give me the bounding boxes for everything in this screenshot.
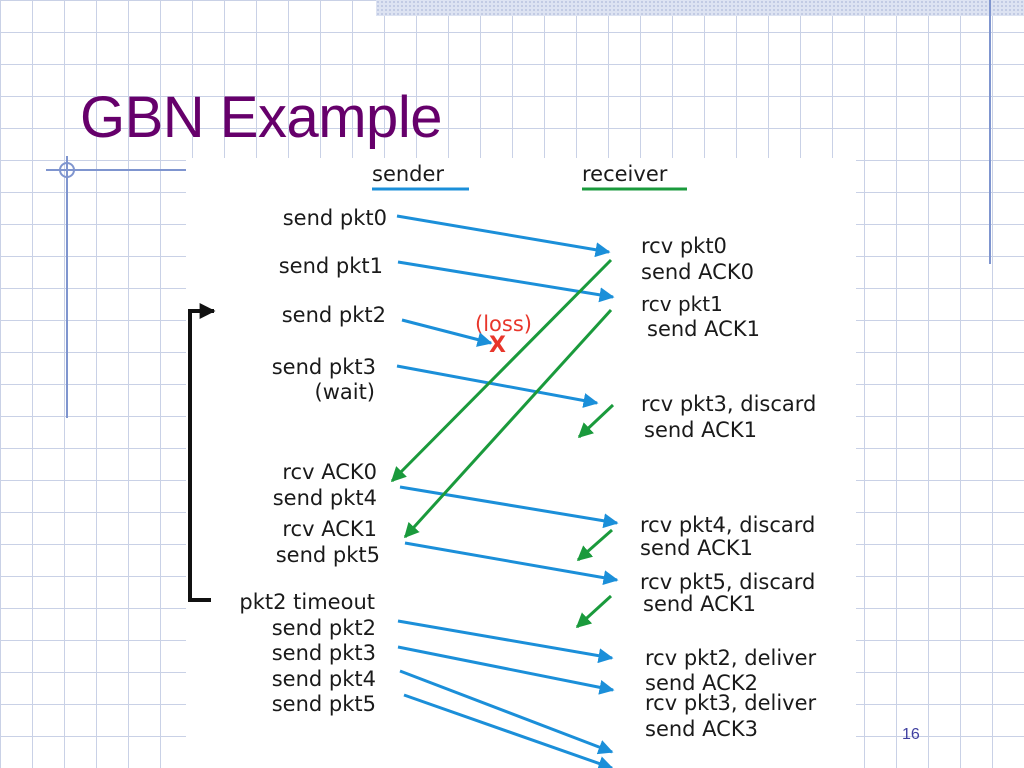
receiver-label: send ACK2 [645,671,758,695]
sender-label: send pkt0 [283,206,387,230]
ack-arrow-dup-ack1 [576,528,613,562]
packet-arrow-pkt4 [399,485,619,529]
packet-arrow-pkt0 [396,214,611,258]
top-decorative-band [376,0,1024,16]
packet-arrow-pkt2-lost [401,318,493,347]
loss-label: (loss) [475,312,532,336]
sender-label: send pkt5 [272,692,376,716]
receiver-label: send ACK3 [645,717,758,741]
sender-label: rcv ACK1 [282,517,377,541]
left-decorative-rule [46,169,186,171]
sender-label: (wait) [315,380,376,404]
left-decorative-line [66,156,68,418]
receiver-label: rcv pkt4, discard [640,513,815,537]
ack-arrow-dup-ack1 [577,403,615,439]
sender-label: send pkt5 [276,543,380,567]
sender-label: pkt2 timeout [239,590,375,614]
receiver-label: rcv pkt3, deliver [645,691,817,715]
receiver-header: receiver [582,162,668,186]
ack-arrow-ack1 [403,308,613,539]
receiver-label: rcv pkt2, deliver [645,646,817,670]
gbn-diagram: sender receiver send pkt0 send pkt1 send… [186,158,856,768]
packet-arrow-retx-pkt3 [397,645,615,695]
sender-label: send pkt2 [272,616,376,640]
sender-label: send pkt4 [273,486,377,510]
ack-arrow-dup-ack1 [575,594,613,629]
receiver-label: rcv pkt0 [641,234,727,258]
receiver-label: send ACK1 [640,536,753,560]
timeout-bracket [188,303,216,602]
receiver-label: send ACK0 [641,260,754,284]
loss-x-mark: X [489,333,506,358]
receiver-label: rcv pkt3, discard [641,392,816,416]
packet-arrow-retx-pkt2 [397,619,614,664]
sender-label: send pkt2 [282,303,386,327]
ack-arrow-ack0 [390,258,613,483]
packet-arrow-retx-pkt4 [399,669,614,755]
decorative-circle [59,162,75,178]
receiver-label: send ACK1 [644,418,757,442]
receiver-label: rcv pkt1 [641,292,723,316]
sender-label: send pkt3 [272,355,376,379]
sender-label: send pkt3 [272,641,376,665]
packet-arrow-pkt1 [397,260,615,303]
receiver-label: send ACK1 [643,592,756,616]
sequence-diagram-svg: sender receiver send pkt0 send pkt1 send… [188,162,817,768]
page-number: 16 [902,726,920,743]
sender-header: sender [372,162,444,186]
sender-label: send pkt1 [279,254,383,278]
right-decorative-line [989,0,991,264]
sender-label: rcv ACK0 [282,460,377,484]
slide-title: GBN Example [80,85,442,150]
packet-arrow-retx-pkt5 [403,693,614,768]
sender-label: send pkt4 [272,667,376,691]
packet-arrow-pkt3 [396,364,599,408]
receiver-label: rcv pkt5, discard [640,570,815,594]
packet-arrow-pkt5 [404,541,619,586]
receiver-label: send ACK1 [647,317,760,341]
